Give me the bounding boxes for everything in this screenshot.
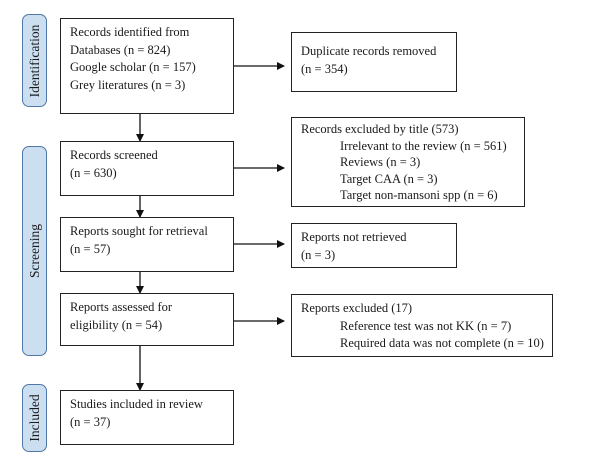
excluded-reason-non-mansoni: Target non-mansoni spp (n = 6) — [340, 188, 498, 202]
records-screened-box: Records screened (n = 630) — [60, 141, 234, 196]
excluded-by-title-box: Records excluded by title (573) Irreleva… — [291, 117, 525, 207]
studies-included-title: Studies included in review — [70, 397, 203, 411]
reports-sought-count: (n = 57) — [70, 241, 111, 256]
duplicates-removed-title: Duplicate records removed — [301, 44, 437, 58]
grey-literature-count: Grey literatures (n = 3) — [70, 77, 186, 92]
reports-assessed-count: eligibility (n = 54) — [70, 317, 163, 332]
stage-included: Included — [22, 384, 47, 452]
duplicates-removed-count: (n = 354) — [301, 61, 348, 76]
reports-sought-box: Reports sought for retrieval (n = 57) — [60, 217, 234, 272]
reports-not-retrieved-count: (n = 3) — [301, 247, 336, 262]
records-identified-title: Records identified from — [70, 25, 190, 39]
studies-included-box: Studies included in review (n = 37) — [60, 390, 234, 445]
duplicates-removed-box: Duplicate records removed (n = 354) — [291, 32, 457, 92]
reports-assessed-title: Reports assessed for — [70, 300, 173, 314]
stage-identification: Identification — [22, 14, 47, 107]
reports-sought-title: Reports sought for retrieval — [70, 224, 208, 238]
reports-not-retrieved-box: Reports not retrieved (n = 3) — [291, 223, 457, 268]
reports-assessed-box: Reports assessed for eligibility (n = 54… — [60, 293, 234, 346]
reports-excluded-heading: Reports excluded (17) — [301, 301, 413, 315]
reports-excluded-reason-incomplete: Required data was not complete (n = 10) — [340, 336, 544, 350]
studies-included-count: (n = 37) — [70, 414, 111, 429]
records-screened-count: (n = 630) — [70, 165, 117, 180]
excluded-by-title-heading: Records excluded by title (573) — [301, 122, 459, 136]
excluded-reason-target-caa: Target CAA (n = 3) — [340, 171, 438, 186]
stage-screening: Screening — [22, 146, 47, 356]
google-scholar-count: Google scholar (n = 157) — [70, 60, 196, 74]
reports-excluded-reason-kk: Reference test was not KK (n = 7) — [340, 318, 512, 333]
records-screened-title: Records screened — [70, 148, 158, 162]
excluded-reason-irrelevant: Irrelevant to the review (n = 561) — [340, 138, 507, 153]
records-identified-box: Records identified from Databases (n = 8… — [60, 18, 234, 114]
databases-count: Databases (n = 824) — [70, 42, 171, 57]
reports-not-retrieved-title: Reports not retrieved — [301, 230, 407, 244]
reports-excluded-box: Reports excluded (17) Reference test was… — [291, 294, 553, 357]
excluded-reason-reviews: Reviews (n = 3) — [340, 155, 421, 169]
